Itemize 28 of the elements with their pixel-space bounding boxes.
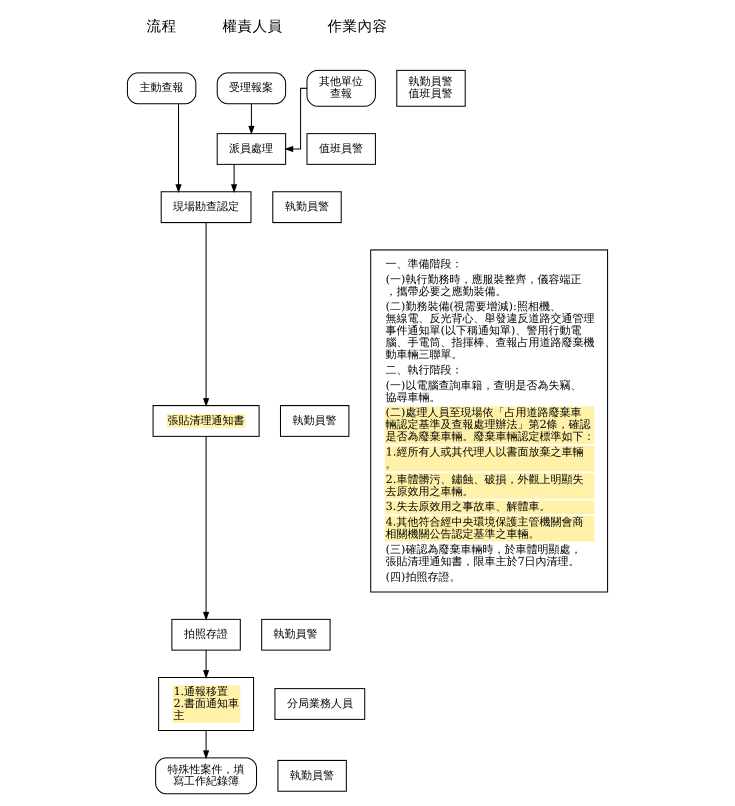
node-box: 受理報案 <box>216 72 286 104</box>
node-box: 主動查報 <box>126 72 196 104</box>
arrow <box>248 104 255 135</box>
arrow <box>175 104 182 194</box>
node-box: 執勤員警 <box>272 191 342 224</box>
node-box: 執勤員警 <box>261 618 331 651</box>
arrow <box>230 164 238 194</box>
node-box: 執勤員警 <box>280 405 350 437</box>
arrow <box>202 730 210 760</box>
node-box: 分局業務人員 <box>274 688 366 720</box>
arrow <box>284 88 307 152</box>
node-box: 拍照存證 <box>171 618 241 651</box>
arrow <box>202 650 210 680</box>
node-box: 1.通報移置 2.書面通知車主 <box>158 676 254 732</box>
arrow <box>202 222 210 408</box>
node-box: 執勤員警 值班員警 <box>396 70 466 107</box>
node-box: 值班員警 <box>306 133 376 165</box>
node-box: 派員處理 <box>216 133 286 165</box>
node-box: 其他單位查報 <box>306 70 376 107</box>
node-box: 執勤員警 <box>277 760 347 792</box>
label: 作業內容 <box>327 19 388 36</box>
node-box: 現場勘查認定 <box>160 191 252 224</box>
node-box: 一、準備階段： (一)執行勤務時，應服裝整齊，儀容端正，攜帶必要之應勤裝備。 (二)勤務裝備(視需要增減):照相機、無線電、反光背心、舉發違反道路交通管理事件通知單(以下稱通知單)、警用行動電腦、手電筒、指揮棒、查報占用道路廢棄機動車輛三聯單。 二、執行階段： (一)以電腦查詢車籍，查明是否為失竊、協尋車輛。 (二)處理人員至現場依「占用道路廢棄車輛認定基準及查報處理辦法」第2條，確認是否為廢棄車輛。廢棄車輛認定標準如下： 1.經所有人或其代理人以書面放棄之車輛。 2.車體髒污、鏽蝕、破損，外觀上明顯失去原效用之車輛。 3.失去原效用之事故車、解體車。 4.其他符合經中央環境保護主管機關會商相關機關公告認定基準之車輛。 (三)確認為廢棄車輛時，於車體明顯處，張貼清理通知書，限車主於7日內清理。 (四)拍照存證。 <box>370 249 608 592</box>
label: 流程 <box>146 19 177 36</box>
node-box: 張貼清理通知書 <box>152 405 260 437</box>
arrow <box>202 436 210 621</box>
node-box: 特殊性案件，填寫工作紀錄簿 <box>155 757 258 794</box>
label: 權責人員 <box>222 19 282 36</box>
